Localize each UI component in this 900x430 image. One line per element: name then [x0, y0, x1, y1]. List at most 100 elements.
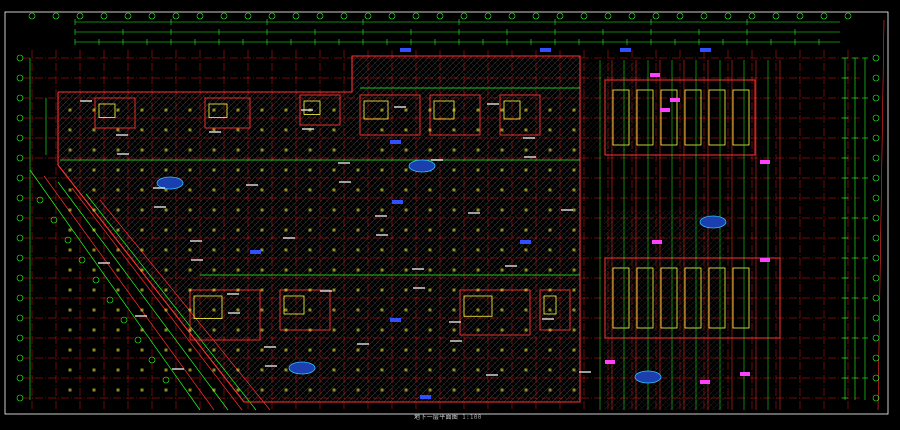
structural-column — [308, 248, 312, 252]
structural-column — [308, 268, 312, 272]
structural-column — [188, 228, 192, 232]
structural-column — [284, 308, 288, 312]
structural-column — [524, 268, 528, 272]
structural-column — [572, 168, 576, 172]
structural-column — [92, 388, 96, 392]
core-outline — [98, 103, 116, 118]
structural-column — [140, 208, 144, 212]
blue-tag — [250, 250, 261, 254]
magenta-tag — [660, 108, 670, 112]
room-outline — [279, 289, 331, 331]
axis-bubble-top — [388, 12, 396, 20]
structural-column — [500, 248, 504, 252]
axis-bubble-right — [872, 394, 880, 402]
structural-column — [476, 308, 480, 312]
structural-column — [452, 248, 456, 252]
text-annotation — [524, 156, 536, 158]
axis-bubble-right — [872, 134, 880, 142]
structural-column — [68, 288, 72, 292]
structural-column — [260, 248, 264, 252]
axis-bubble-right — [872, 194, 880, 202]
structural-column — [500, 328, 504, 332]
axis-bubble-diagonal — [78, 256, 86, 264]
building-walls — [29, 19, 885, 411]
axis-bubble-right — [872, 274, 880, 282]
structural-column — [116, 228, 120, 232]
apartment-unit — [708, 89, 726, 146]
structural-column — [212, 348, 216, 352]
ramp-hatch — [580, 62, 640, 152]
axis-bubbles — [16, 12, 880, 402]
apartment-unit — [732, 267, 750, 329]
structural-column — [164, 228, 168, 232]
structural-column — [524, 328, 528, 332]
structural-column — [260, 168, 264, 172]
structural-column — [428, 228, 432, 232]
text-annotation — [357, 343, 369, 345]
structural-column — [500, 348, 504, 352]
axis-bubble-right — [872, 94, 880, 102]
axis-bubble-diagonal — [92, 276, 100, 284]
structural-column — [212, 308, 216, 312]
structural-column — [140, 288, 144, 292]
axis-bubble-top — [316, 12, 324, 20]
axis-bubble-top — [100, 12, 108, 20]
text-annotation — [190, 240, 202, 242]
structural-column — [332, 308, 336, 312]
structural-column — [476, 168, 480, 172]
structural-column — [452, 228, 456, 232]
structural-column — [68, 168, 72, 172]
structural-column — [332, 268, 336, 272]
structural-column — [140, 388, 144, 392]
core-outline — [463, 295, 493, 317]
structural-column — [68, 268, 72, 272]
axis-bubble-left — [16, 254, 24, 262]
apartment-unit — [684, 89, 702, 146]
structural-column — [92, 308, 96, 312]
structural-column — [188, 388, 192, 392]
structural-column — [380, 308, 384, 312]
dimension-lines — [29, 19, 868, 400]
structural-column — [140, 148, 144, 152]
structural-column — [428, 128, 432, 132]
structural-column — [404, 248, 408, 252]
structural-column — [68, 228, 72, 232]
structural-column — [308, 308, 312, 312]
structural-column — [380, 168, 384, 172]
structural-column — [188, 128, 192, 132]
text-annotation — [413, 287, 425, 289]
annotation-details — [68, 48, 770, 399]
structural-column — [236, 248, 240, 252]
axis-bubble-right — [872, 354, 880, 362]
axis-bubble-left — [16, 374, 24, 382]
structural-column — [188, 348, 192, 352]
text-annotation — [172, 368, 184, 370]
structural-column — [380, 248, 384, 252]
text-annotation — [487, 103, 499, 105]
structural-column — [164, 208, 168, 212]
drawing-scale: 1:100 — [462, 414, 482, 421]
structural-column — [92, 248, 96, 252]
core-outline — [283, 295, 305, 315]
structural-column — [548, 108, 552, 112]
axis-bubble-left — [16, 154, 24, 162]
text-annotation — [449, 321, 461, 323]
structural-column — [404, 128, 408, 132]
structural-column — [188, 148, 192, 152]
text-annotation — [579, 371, 591, 373]
apartment-unit — [684, 267, 702, 329]
text-annotation — [338, 162, 350, 164]
magenta-tag — [760, 160, 770, 164]
structural-column — [524, 208, 528, 212]
structural-column — [476, 388, 480, 392]
apartment-unit — [612, 89, 630, 146]
structural-column — [572, 228, 576, 232]
structural-column — [284, 148, 288, 152]
structural-column — [212, 108, 216, 112]
structural-column — [332, 288, 336, 292]
structural-column — [452, 328, 456, 332]
structural-column — [236, 108, 240, 112]
structural-column — [308, 168, 312, 172]
